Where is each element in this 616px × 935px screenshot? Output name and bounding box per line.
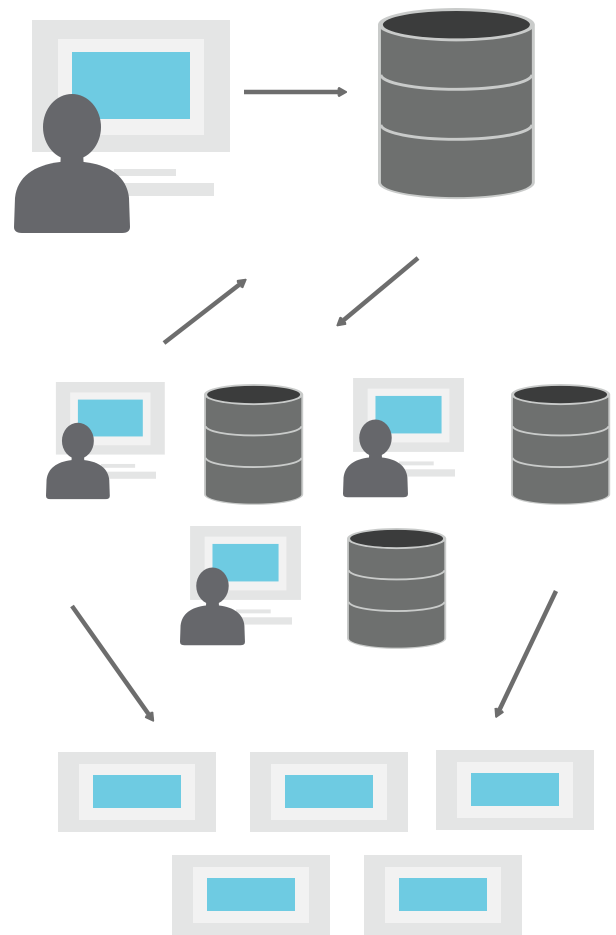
database-ring bbox=[379, 124, 534, 141]
database-ring bbox=[204, 425, 303, 437]
arrow-layer-to-database bbox=[162, 281, 244, 345]
keyboard bbox=[236, 617, 292, 625]
screen-display bbox=[207, 878, 295, 911]
database-ring bbox=[511, 457, 610, 468]
monitor-stand bbox=[101, 463, 136, 468]
workstation-left bbox=[46, 382, 165, 500]
database-center bbox=[347, 528, 447, 649]
database-top bbox=[382, 10, 530, 39]
workstation-center bbox=[180, 526, 301, 646]
database-body bbox=[348, 538, 445, 648]
database-body bbox=[380, 24, 532, 198]
screen-display bbox=[471, 773, 559, 806]
screen-display bbox=[93, 775, 181, 808]
person-icon bbox=[46, 422, 110, 500]
keyboard bbox=[101, 471, 156, 479]
database-left bbox=[204, 384, 304, 505]
output-screen-2 bbox=[250, 752, 408, 832]
monitor-stand bbox=[399, 461, 434, 466]
screen-display bbox=[399, 878, 487, 911]
workstation-right bbox=[343, 378, 464, 498]
database-top bbox=[514, 385, 608, 404]
database-ring bbox=[511, 425, 610, 437]
person-icon bbox=[14, 94, 130, 233]
screen-display bbox=[285, 775, 373, 808]
database-top bbox=[207, 385, 301, 404]
database-ring bbox=[347, 601, 446, 612]
database-ring bbox=[204, 457, 303, 468]
monitor-stand bbox=[114, 169, 176, 176]
database-right bbox=[511, 384, 611, 505]
arrow-database-to-layer bbox=[339, 256, 420, 324]
keyboard bbox=[399, 469, 455, 477]
source-user-workstation bbox=[14, 20, 230, 233]
arrow-left-to-screens bbox=[70, 604, 152, 719]
person-icon bbox=[343, 419, 408, 498]
output-screen-4 bbox=[172, 855, 330, 935]
central-database-icon bbox=[378, 8, 535, 200]
database-body bbox=[205, 394, 302, 504]
database-ring bbox=[379, 74, 534, 91]
output-screen-5 bbox=[364, 855, 522, 935]
keyboard bbox=[114, 183, 214, 196]
output-screen-3 bbox=[436, 750, 594, 830]
database-top bbox=[350, 529, 444, 548]
output-screen-1 bbox=[58, 752, 216, 832]
person-icon bbox=[180, 567, 245, 646]
arrow-right-to-screens bbox=[497, 590, 559, 715]
database-ring bbox=[347, 569, 446, 581]
monitor-stand bbox=[236, 609, 271, 614]
database-body bbox=[512, 394, 609, 504]
